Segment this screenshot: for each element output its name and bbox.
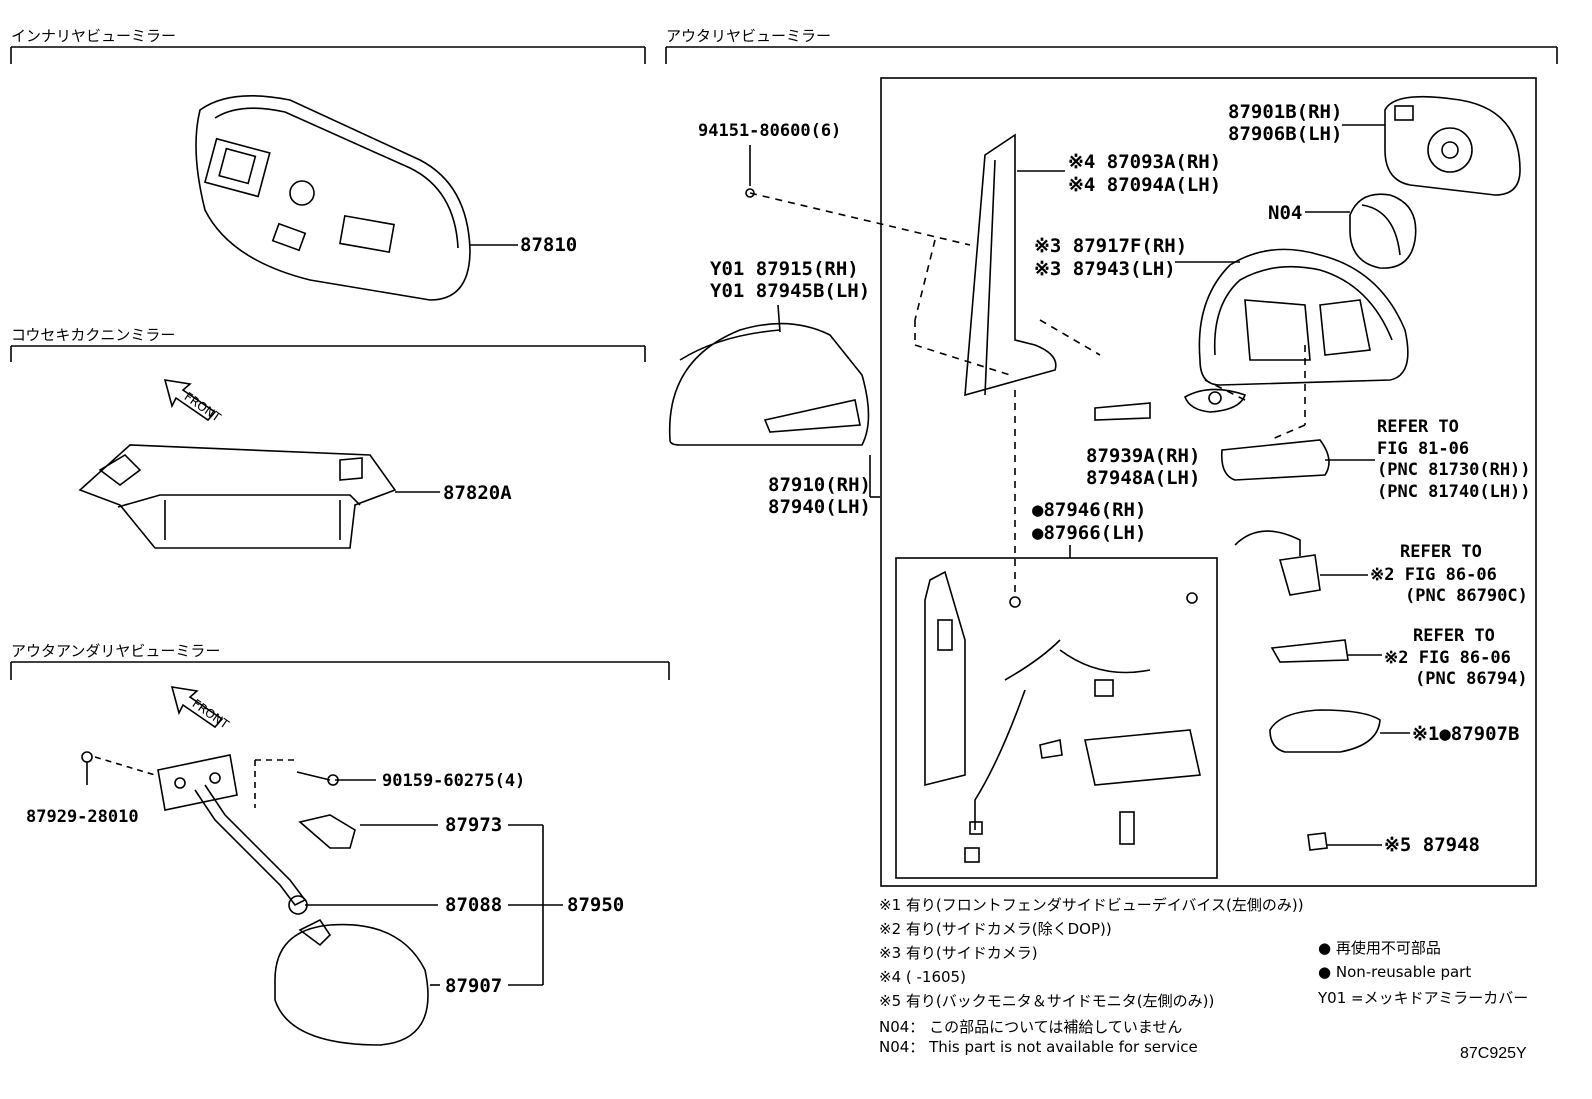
- passenger-mirror-drawing: [78, 444, 397, 549]
- part-label[interactable]: 87929-28010: [26, 807, 139, 827]
- part-label[interactable]: 90159-60275(4): [382, 771, 526, 791]
- refer-label[interactable]: (PNC 81740(LH)): [1377, 482, 1531, 502]
- actuator-drawing: [1349, 193, 1417, 269]
- refer-label[interactable]: (PNC 86790C): [1405, 586, 1528, 606]
- part-label[interactable]: Y01 87915(RH): [710, 258, 859, 280]
- part-label[interactable]: ●87946(RH): [1032, 499, 1147, 521]
- refer-label[interactable]: FIG 81-06: [1377, 439, 1470, 459]
- refer-label: REFER TO: [1377, 417, 1459, 437]
- camera-bracket-drawing: [1270, 639, 1349, 663]
- section-title-outer: アウタリヤビューミラー: [666, 27, 832, 45]
- part-label[interactable]: 87820A: [443, 482, 512, 504]
- connector-drawing: [1307, 832, 1328, 851]
- part-label[interactable]: ※4 87093A(RH): [1068, 151, 1222, 173]
- fender-mirror-drawing: [1269, 709, 1381, 753]
- part-label[interactable]: 87907: [445, 975, 503, 997]
- part-label[interactable]: 87810: [520, 234, 578, 256]
- part-label[interactable]: 87901B(RH): [1228, 101, 1343, 123]
- front-arrow-icon: [170, 686, 224, 729]
- part-label[interactable]: ※5 87948: [1384, 834, 1480, 856]
- section-bracket-under: [10, 661, 670, 680]
- refer-label: REFER TO: [1413, 626, 1495, 646]
- refer-label[interactable]: (PNC 81730(RH)): [1377, 460, 1531, 480]
- footnote: N04： この部品については補給していません: [879, 1018, 1183, 1036]
- mirror-housing-drawing: [1198, 248, 1409, 386]
- footnote: ※2 有り(サイドカメラ(除くDOP)): [879, 920, 1112, 938]
- outer-assembly-frame: [880, 77, 1537, 887]
- refer-label: REFER TO: [1400, 542, 1482, 562]
- figure-id: 87C925Y: [1460, 1045, 1527, 1062]
- side-camera-drawing: [1278, 554, 1321, 596]
- part-label[interactable]: 87973: [445, 814, 503, 836]
- mirror-bracket-drawing: [964, 133, 1057, 397]
- part-label[interactable]: ※4 87094A(LH): [1068, 174, 1222, 196]
- section-bracket-passenger: [10, 345, 646, 362]
- legend-item: ● 再使用不可部品: [1318, 939, 1441, 957]
- turn-lamp-drawing: [1220, 439, 1330, 481]
- footnote: ※5 有り(バックモニタ＆サイドモニタ(左側のみ)): [879, 992, 1215, 1010]
- section-title-inner: インナリヤビューミラー: [11, 27, 177, 45]
- refer-label[interactable]: ※2 FIG 86-06: [1370, 565, 1497, 585]
- part-label[interactable]: ※3 87917F(RH): [1034, 235, 1188, 257]
- refer-label[interactable]: ※2 FIG 86-06: [1384, 648, 1511, 668]
- footnote: ※4 ( -1605): [879, 968, 966, 986]
- part-label[interactable]: 87948A(LH): [1086, 467, 1201, 489]
- part-label[interactable]: 87088: [445, 894, 503, 916]
- section-title-passenger: コウセキカクニンミラー: [11, 326, 176, 344]
- footnote: ※1 有り(フロントフェンダサイドビューデイバイス(左側のみ)): [879, 896, 1304, 914]
- part-label[interactable]: 87950: [567, 894, 625, 916]
- mirror-glass-drawing: [1384, 95, 1521, 196]
- part-label[interactable]: ●87966(LH): [1032, 522, 1147, 544]
- harness-kit-frame: [895, 557, 1218, 879]
- part-label[interactable]: 87910(RH): [768, 474, 871, 496]
- front-arrow-icon: [163, 379, 217, 422]
- cover-clip-drawing: [1094, 402, 1151, 421]
- part-label[interactable]: N04: [1268, 202, 1303, 224]
- section-title-under: アウタアンダリヤビューミラー: [11, 642, 221, 660]
- legend-item: ● Non-reusable part: [1318, 963, 1472, 981]
- gasket-drawing: [1184, 388, 1247, 413]
- footnote: ※3 有り(サイドカメラ): [879, 944, 1038, 962]
- legend-item: Y01 =メッキドアミラーカバー: [1318, 989, 1529, 1007]
- inner-mirror-drawing: [195, 95, 471, 301]
- footnote: N04： This part is not available for serv…: [879, 1038, 1198, 1056]
- part-label[interactable]: 87906B(LH): [1228, 123, 1343, 145]
- part-label[interactable]: ※3 87943(LH): [1034, 258, 1176, 280]
- outer-cover-drawing: [668, 322, 870, 446]
- part-label[interactable]: 94151-80600(6): [698, 121, 842, 141]
- part-label[interactable]: Y01 87945B(LH): [710, 280, 871, 302]
- harness-kit-drawing: [924, 570, 1201, 863]
- part-label[interactable]: 87940(LH): [768, 496, 871, 518]
- section-bracket-outer: [665, 46, 1558, 64]
- refer-label[interactable]: (PNC 86794): [1415, 669, 1528, 689]
- section-bracket-inner: [10, 46, 646, 64]
- part-label[interactable]: 87939A(RH): [1086, 445, 1201, 467]
- part-label[interactable]: ※1●87907B: [1412, 723, 1520, 745]
